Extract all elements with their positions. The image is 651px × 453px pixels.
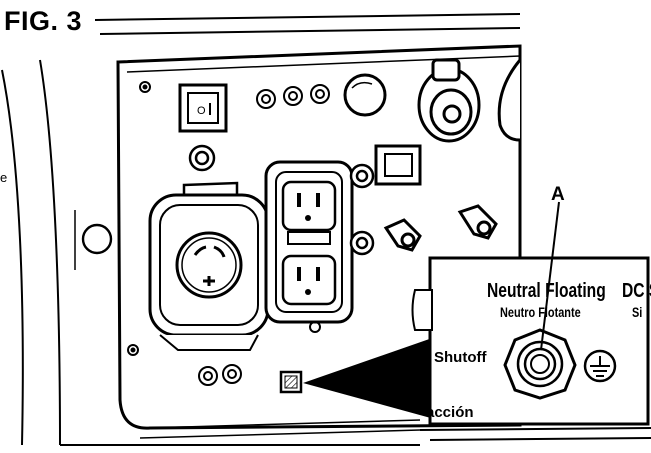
neutral-floating-label: Neutral Floating	[487, 280, 606, 302]
si-label-fragment: Si	[632, 304, 643, 320]
reset-button	[343, 73, 387, 117]
ac-outlet-icon	[281, 180, 337, 232]
generator-housing	[1, 13, 521, 446]
breaker-knob	[188, 144, 216, 172]
indicator-lights	[256, 84, 330, 109]
usb-port-partial	[497, 59, 522, 142]
twistlock-outlet-icon	[175, 231, 243, 299]
dc-label-fragment: DC S	[622, 280, 651, 302]
eco-switch	[374, 144, 422, 186]
generator-base	[419, 427, 651, 441]
callout-leader	[540, 201, 560, 351]
neutro-flotante-label: Neutro Flotante	[500, 304, 581, 320]
callout-wedge	[303, 336, 438, 420]
panel-screws	[127, 81, 321, 356]
ground-terminal-small	[279, 370, 303, 394]
duplex-breakers	[349, 163, 375, 256]
figure-label: FIG. 3	[4, 6, 83, 36]
svg-text:O: O	[197, 105, 206, 117]
ground-symbol-icon	[583, 349, 617, 383]
callout-letter-a: A	[551, 184, 565, 205]
dc-outlet-cap	[417, 58, 481, 143]
edge-letter: e	[0, 170, 8, 185]
accion-label-fragment: acción	[426, 404, 474, 421]
rocker-switch: O	[178, 83, 228, 133]
bottom-indicators	[198, 364, 242, 386]
duplex-outlet	[264, 160, 354, 324]
shutoff-label-fragment: Shutoff	[434, 349, 487, 366]
twistlock-outlet	[148, 181, 270, 351]
detail-inset	[411, 256, 650, 426]
control-levers	[383, 204, 498, 252]
